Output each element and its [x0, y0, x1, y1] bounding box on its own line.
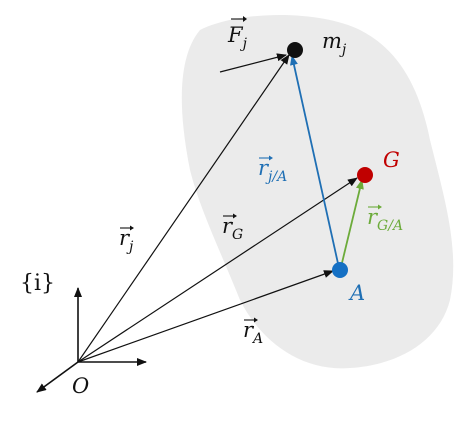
vec-accent-r-j: [120, 225, 134, 231]
frame-label: {i}: [20, 271, 55, 296]
point-mass-j: [287, 42, 303, 58]
point-A-label: A: [348, 281, 365, 305]
inertial-frame-axes: [36, 287, 147, 393]
mass-label: mj: [322, 29, 347, 58]
r-G-label: rG: [222, 214, 243, 243]
origin-label: O: [72, 374, 89, 398]
force-label: Fj: [227, 23, 248, 52]
vector-r-j: [77, 54, 290, 363]
vector-r-j-rel-A: [290, 55, 340, 269]
vector-r-A: [77, 270, 334, 363]
r-j-label: rj: [119, 226, 134, 255]
vec-accent-r-jA: [259, 155, 273, 161]
vec-accent-r-A: [244, 317, 258, 323]
rigid-body-shape: [181, 15, 454, 369]
vec-accent-r-G: [223, 213, 237, 219]
vector-r-G: [77, 177, 358, 363]
point-A: [332, 262, 348, 278]
vector-r-G-rel-A: [340, 179, 364, 268]
point-G: [357, 167, 373, 183]
vec-accent-F: [231, 16, 247, 22]
r-A-label: rA: [243, 318, 263, 347]
r-jA-label: rj/A: [258, 156, 287, 185]
r-GA-label: rG/A: [367, 205, 403, 234]
point-G-label: G: [383, 148, 400, 172]
vector-force-F-j: [219, 53, 287, 73]
frame-axis-z: [36, 361, 79, 393]
vec-accent-r-GA: [368, 204, 382, 210]
